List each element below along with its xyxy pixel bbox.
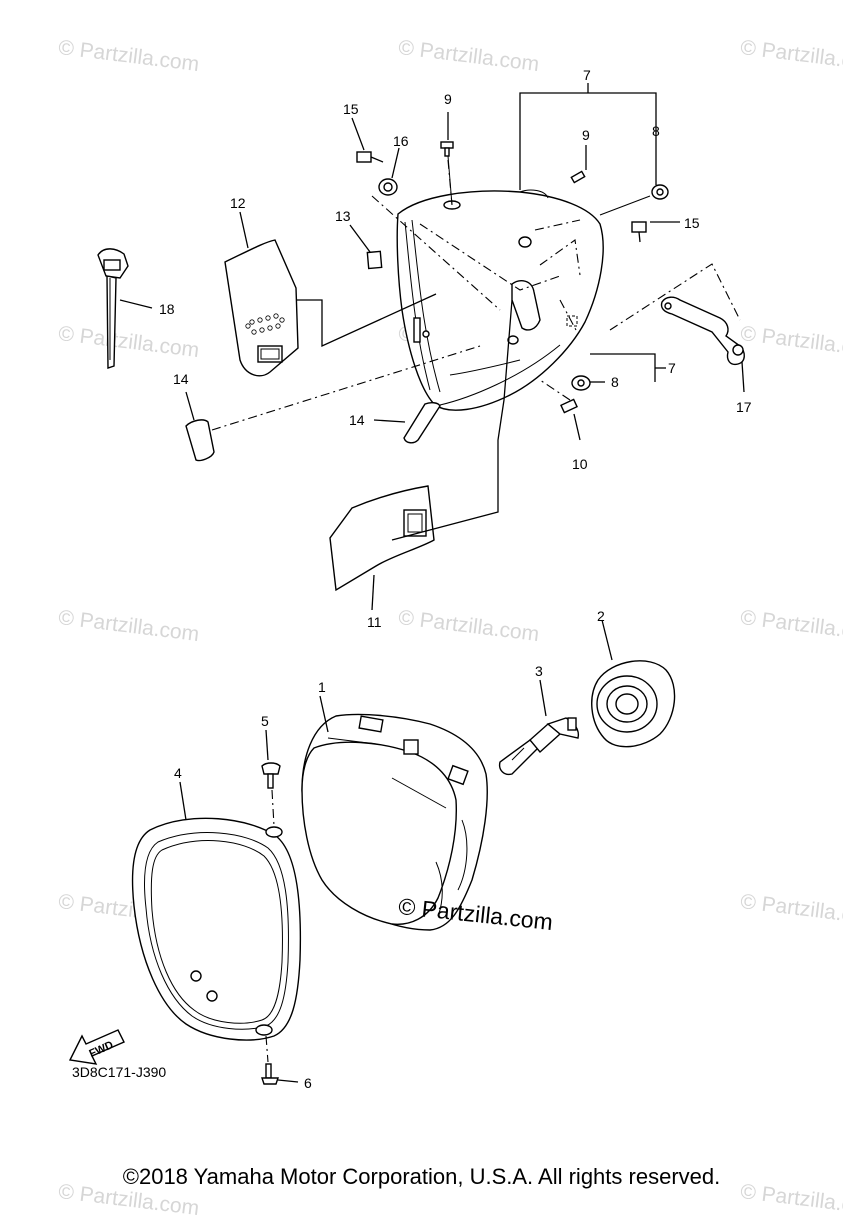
callout-17: 17 [736, 399, 752, 415]
copyright-footer: ©2018 Yamaha Motor Corporation, U.S.A. A… [122, 1164, 721, 1189]
cable-tie-18 [97, 248, 153, 369]
headlight-rim-4 [131, 781, 302, 1041]
washer-16 [378, 147, 400, 196]
callout-11: 11 [367, 614, 382, 630]
screw-5 [261, 729, 281, 827]
callout-7: 7 [583, 67, 591, 83]
callout-15b: 15 [684, 215, 700, 231]
callout-18: 18 [159, 301, 175, 317]
diagram-code: 3D8C171-J390 [72, 1064, 167, 1080]
screw-10 [539, 379, 581, 441]
callout-13: 13 [335, 208, 351, 224]
screw-6 [261, 1035, 299, 1085]
callout-7b: 7 [668, 360, 676, 376]
headlight-unit-1 [301, 695, 488, 931]
label-13 [349, 224, 383, 270]
callout-10: 10 [572, 456, 588, 472]
callout-1: 1 [318, 679, 326, 695]
label-12 [224, 211, 437, 377]
callout-3: 3 [535, 663, 543, 679]
callout-16: 16 [393, 133, 409, 149]
callout-9b: 9 [582, 127, 590, 143]
headlight-housing [396, 189, 604, 411]
fwd-arrow-icon: FWD [68, 1029, 125, 1065]
callout-14: 14 [173, 371, 189, 387]
bracket-17 [609, 263, 745, 393]
callout-15: 15 [343, 101, 359, 117]
label-11 [329, 299, 513, 611]
pad-14 [185, 345, 481, 462]
callout-9: 9 [444, 91, 452, 107]
callout-8: 8 [652, 123, 660, 139]
callout-14b: 14 [349, 412, 365, 428]
bolt-15 [351, 117, 680, 243]
callout-6: 6 [304, 1075, 312, 1091]
rubber-cover-2 [591, 619, 676, 748]
grommet-8 [571, 184, 669, 391]
callout-2: 2 [597, 608, 605, 624]
callout-5: 5 [261, 713, 269, 729]
callout-4: 4 [174, 765, 182, 781]
callout-12: 12 [230, 195, 246, 211]
callout-8b: 8 [611, 374, 619, 390]
bulb-3 [498, 679, 580, 776]
